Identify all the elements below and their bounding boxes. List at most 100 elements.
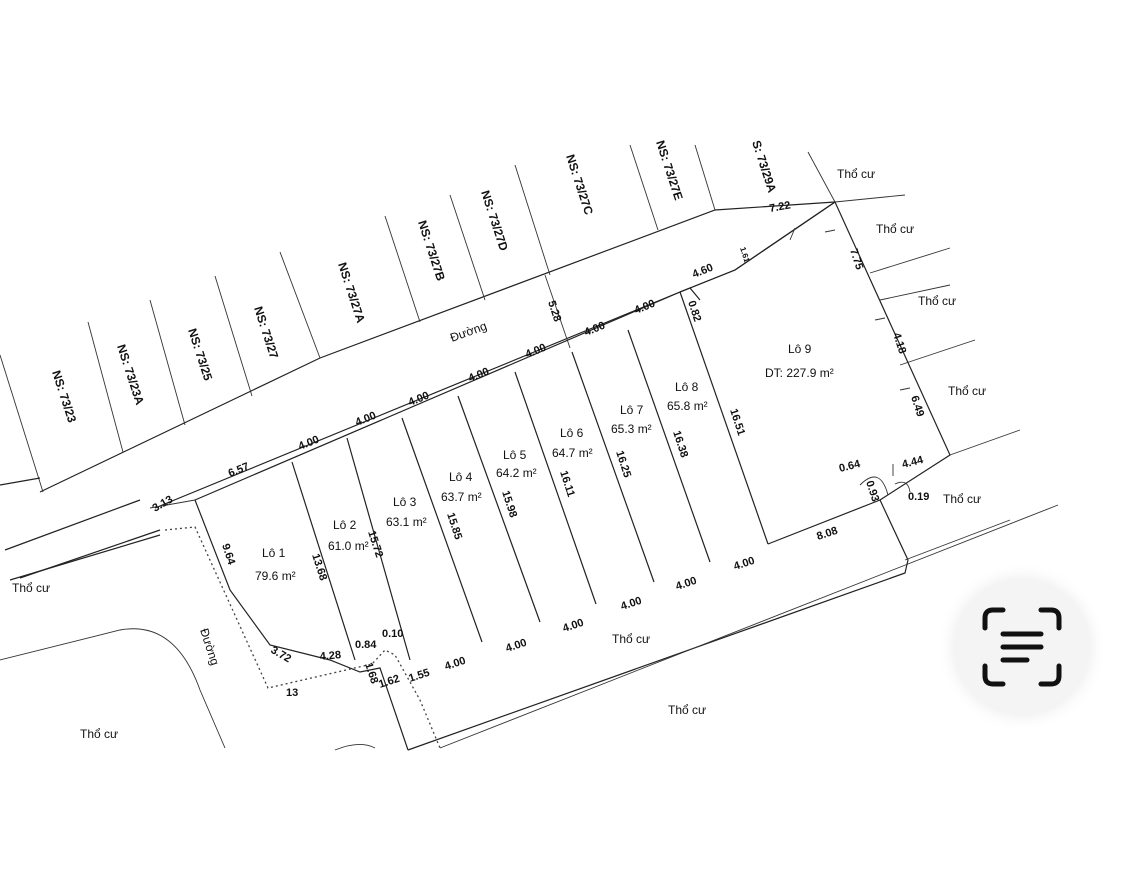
lot-1-dim: 0.10 <box>382 628 403 640</box>
lot-9-south-edge <box>767 499 881 545</box>
lot-area: DT: 227.9 m² <box>765 366 834 380</box>
lot-name: Lô 5 <box>503 448 527 462</box>
front-dim: 4.00 <box>297 434 321 453</box>
lot-area: 64.2 m² <box>496 466 537 480</box>
text-scan-icon <box>982 607 1062 687</box>
lot-1-dim: 9.64 <box>219 542 237 567</box>
house-divider <box>807 151 836 203</box>
lot-divider <box>571 351 655 583</box>
lot-name: Lô 3 <box>393 495 417 509</box>
lot-9-dim: 4.18 <box>890 331 908 355</box>
house-label: NS: 73/27B <box>415 219 448 283</box>
neighbor-label: Thổ cư <box>943 492 981 506</box>
front-dim: 4.00 <box>467 366 491 385</box>
house-label: NS: 73/23A <box>114 343 147 407</box>
front-dim: 4.00 <box>407 390 431 409</box>
lot-9-notch <box>679 287 701 301</box>
lot-name: Lô 4 <box>449 470 473 484</box>
neighbor-label: Thổ cư <box>948 384 986 398</box>
lot-divider <box>627 329 711 563</box>
lot-9-dim: 7.75 <box>847 247 865 271</box>
left-road-hatch <box>19 529 161 579</box>
road-width-dim: 5.28 <box>545 299 563 323</box>
house-divider <box>449 194 486 301</box>
road-north-edge <box>39 201 836 493</box>
depth-dim: 15.98 <box>499 489 519 519</box>
depth-dim: 16.38 <box>670 429 690 459</box>
neighbor-label: Thổ cư <box>918 294 956 308</box>
house-label: NS: 73/27A <box>335 261 368 325</box>
house-divider <box>149 299 186 426</box>
neighbor-label: Thổ cư <box>837 167 875 181</box>
front-dim: 4.60 <box>691 262 715 281</box>
lot-area: 63.7 m² <box>441 490 482 504</box>
lot-area: 63.1 m² <box>386 515 427 529</box>
house-divider <box>514 164 551 276</box>
house-label: NS: 73/27E <box>653 139 685 202</box>
depth-dim: 15.85 <box>444 511 464 541</box>
road-label: Đường <box>448 319 488 345</box>
lot-1-dim: 3.72 <box>269 644 294 665</box>
house-row: NS: 73/23 NS: 73/23A NS: 73/25 NS: 73/27… <box>0 139 836 493</box>
lots-outline <box>194 201 951 751</box>
front-dim: 4.00 <box>524 342 548 361</box>
house-divider <box>384 215 421 323</box>
rear-dim: 4.00 <box>504 637 528 655</box>
rear-dim: 4.00 <box>732 555 756 573</box>
lot-divider <box>291 461 356 661</box>
house-label: NS: 73/23 <box>49 369 79 425</box>
house-label: S: 73/29A <box>749 139 779 195</box>
house-divider <box>87 321 124 453</box>
house-divider <box>694 144 716 211</box>
neighbor-label: Thổ cư <box>80 727 118 741</box>
lot-1-dim: 13 <box>286 687 298 699</box>
house-divider <box>279 251 321 359</box>
scan-text-button[interactable] <box>955 580 1089 714</box>
neighbor-label: Thổ cư <box>612 632 650 646</box>
lot-divider <box>679 291 769 545</box>
small-arc <box>859 476 911 496</box>
front-dim: 4.00 <box>583 320 607 339</box>
side-road-label: Đường <box>197 627 222 667</box>
corner-curve <box>334 744 376 751</box>
rear-dim: 1.55 <box>407 667 431 685</box>
depth-dim: 13.68 <box>309 552 329 582</box>
rear-dim: 8.08 <box>815 525 839 543</box>
house-label: NS: 73/27D <box>478 189 511 253</box>
setback-dim: 3.13 <box>151 493 176 514</box>
road: Đường 5.28 3.13 Đường <box>0 201 836 751</box>
setback-arrow <box>149 499 196 509</box>
front-dim: 4.00 <box>354 410 378 429</box>
lot-name: Lô 2 <box>333 518 357 532</box>
rear-dim: 4.00 <box>443 655 467 673</box>
rear-dim: 4.00 <box>674 575 698 593</box>
lot-divider <box>457 395 541 623</box>
lot-9-dim: 0.82 <box>685 299 703 323</box>
lot-9-dim: 0.19 <box>908 491 929 503</box>
rear-dim: 4.00 <box>619 595 643 613</box>
lot-area: 65.3 m² <box>611 422 652 436</box>
neighbor-line <box>439 194 1059 749</box>
corner-curve <box>0 628 226 749</box>
lot-1-dim: 1.62 <box>377 673 401 691</box>
house-label: NS: 73/25 <box>185 327 215 383</box>
neighbor-label: Thổ cư <box>876 222 914 236</box>
arrow <box>789 227 911 476</box>
lot-name: Lô 9 <box>788 342 812 356</box>
old-boundary <box>164 526 441 749</box>
lot-area: 65.8 m² <box>667 399 708 413</box>
left-road-edge <box>4 499 161 581</box>
lot-9-dim: 1.61 <box>738 246 752 264</box>
lot-9-dim: 0.64 <box>838 458 863 475</box>
road-width-arrow <box>544 274 571 349</box>
house-divider <box>214 275 253 397</box>
depth-dim: 16.51 <box>727 407 747 437</box>
house-label: NS: 73/27C <box>563 153 596 217</box>
neighbor-label: Thổ cư <box>668 703 706 717</box>
front-dim: 4.00 <box>633 298 657 317</box>
lot-9-dim: 7.22 <box>768 199 791 215</box>
house-divider <box>0 354 44 493</box>
depth-dim: 16.11 <box>557 469 577 498</box>
lot-name: Lô 8 <box>675 380 699 394</box>
